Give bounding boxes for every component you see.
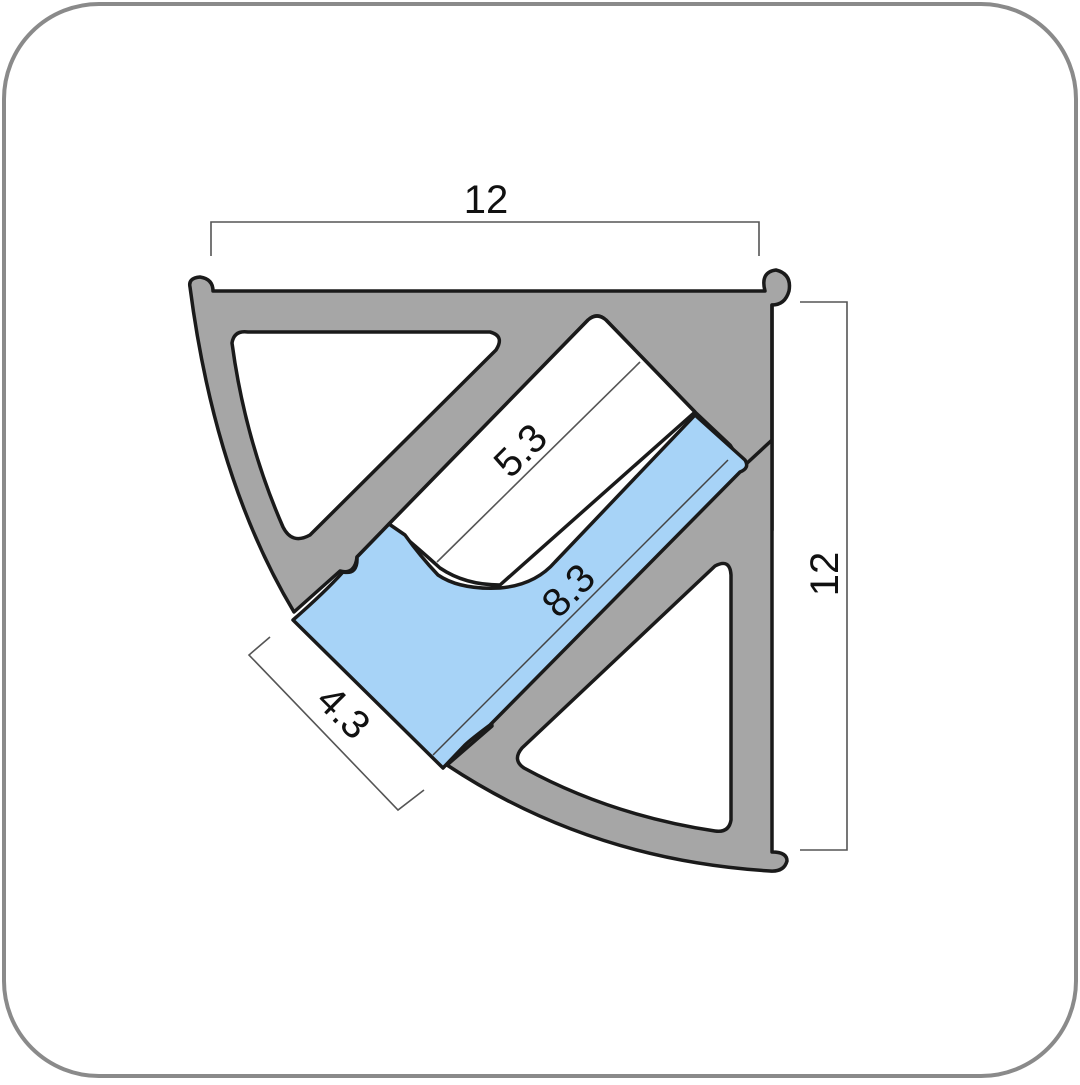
- dimension-lines: [210, 221, 848, 851]
- profile-cutout-upper: [230, 329, 502, 541]
- profile-cutout-lower: [515, 561, 733, 834]
- diffuser-inner-line: [432, 459, 729, 756]
- dimension-line-top: [210, 221, 760, 256]
- dimension-line-opening: [436, 361, 641, 563]
- dimension-line-right: [800, 301, 848, 851]
- diffuser-cover: [291, 413, 749, 770]
- dimension-line-diffuser-depth: [247, 636, 425, 812]
- aluminium-profile: [187, 268, 792, 873]
- label-top-width: 12: [464, 178, 509, 222]
- label-right-height: 12: [803, 552, 847, 597]
